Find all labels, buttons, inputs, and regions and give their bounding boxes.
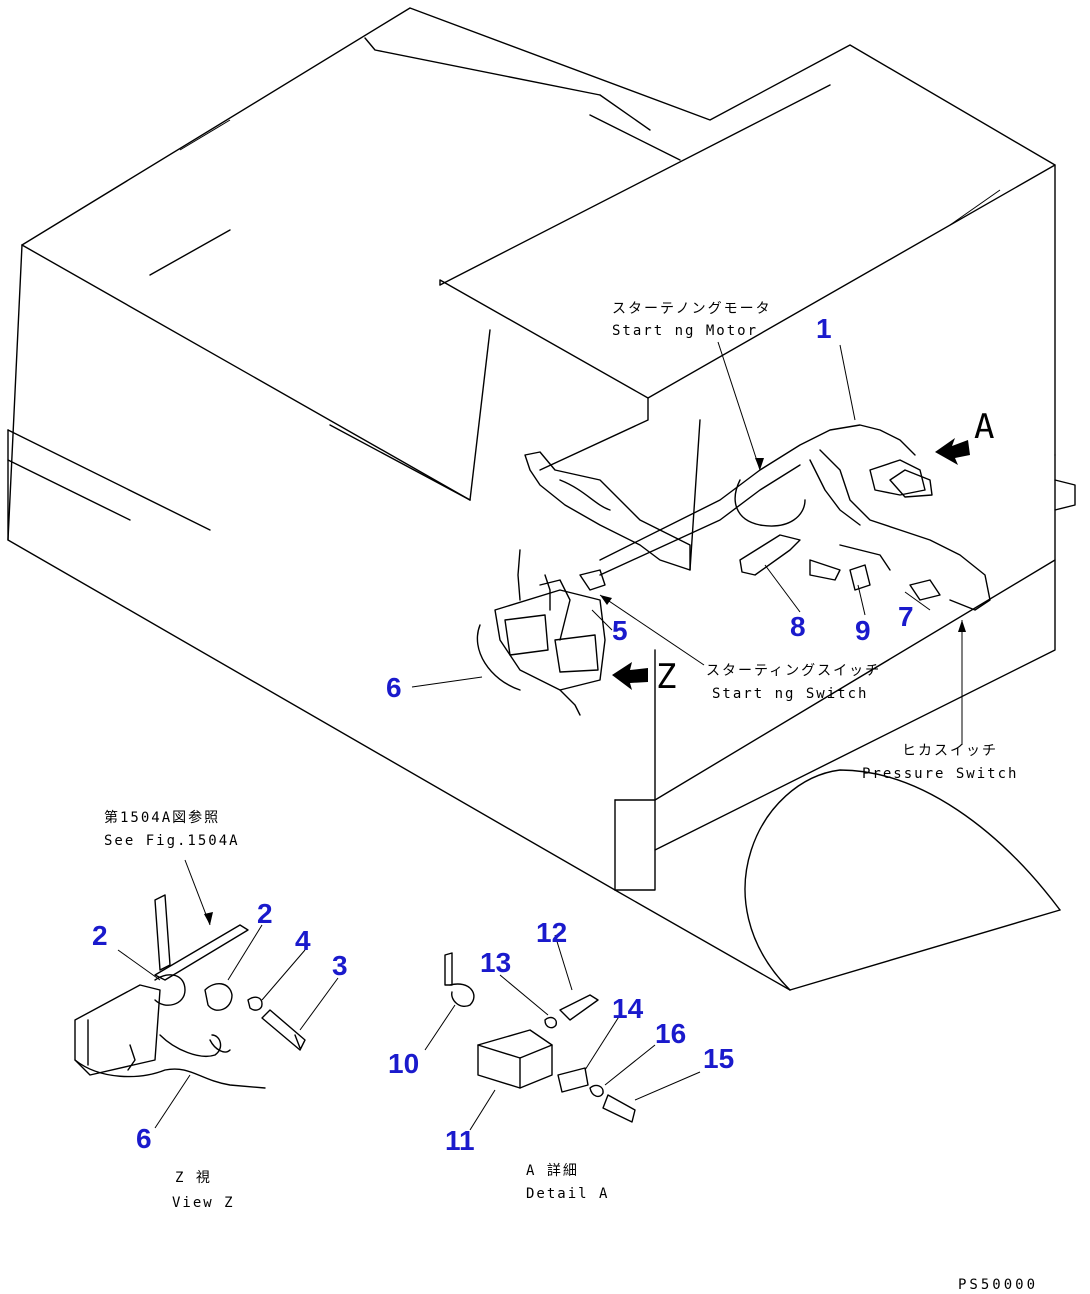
callout-1: 1 [816, 313, 832, 344]
arrow-z-label: Z [656, 657, 676, 697]
detail-a-subdrawing [424, 934, 701, 1131]
see-fig-label-en: See Fig.1504A [104, 833, 240, 849]
callout-8: 8 [790, 611, 806, 642]
callout-3: 3 [332, 950, 348, 981]
wiring-harness [476, 424, 991, 716]
starting-switch-label-jp: スターティングスイッチ [706, 663, 881, 679]
see-fig-label-jp: 第1504A図参照 [104, 809, 220, 826]
annotations: スターテノングモータ Start ng Motor スターティングスイッチ St… [104, 301, 1038, 1293]
pressure-switch-label-en: Pressure Switch [862, 766, 1018, 782]
starting-switch-label-en: Start ng Switch [712, 686, 868, 702]
machine-body-outline [7, 7, 1076, 991]
callout-14: 14 [612, 993, 644, 1024]
callout-9: 9 [855, 615, 871, 646]
drawing-number: PS50000 [958, 1277, 1038, 1293]
callout-12: 12 [536, 917, 567, 948]
leader-lines [411, 341, 966, 745]
pressure-switch-label-jp: ヒカスイッチ [902, 743, 998, 759]
view-z-label-jp: Z 視 [175, 1170, 212, 1186]
callout-7: 7 [898, 601, 914, 632]
callout-numbers: 1 5 6 7 8 9 2 2 4 3 6 12 13 14 16 15 10 … [92, 313, 914, 1156]
starting-motor-label-en: Start ng Motor [612, 323, 758, 339]
starting-motor-label-jp: スターテノングモータ [612, 301, 772, 317]
callout-6-main: 6 [386, 672, 402, 703]
callout-6-view-z: 6 [136, 1123, 152, 1154]
callout-13: 13 [480, 947, 511, 978]
arrow-a-label: A [974, 407, 994, 447]
callout-4: 4 [295, 925, 311, 956]
view-z-subdrawing [74, 859, 339, 1129]
callout-2-right: 2 [257, 898, 273, 929]
callout-10: 10 [388, 1048, 419, 1079]
callout-2-left: 2 [92, 920, 108, 951]
callout-5: 5 [612, 615, 628, 646]
callout-15: 15 [703, 1043, 734, 1074]
view-z-label-en: View Z [172, 1195, 235, 1211]
detail-a-label-jp: A 詳細 [526, 1163, 579, 1179]
callout-11: 11 [445, 1125, 475, 1156]
detail-a-label-en: Detail A [526, 1186, 609, 1202]
view-arrows [612, 438, 970, 690]
callout-16: 16 [655, 1018, 686, 1049]
